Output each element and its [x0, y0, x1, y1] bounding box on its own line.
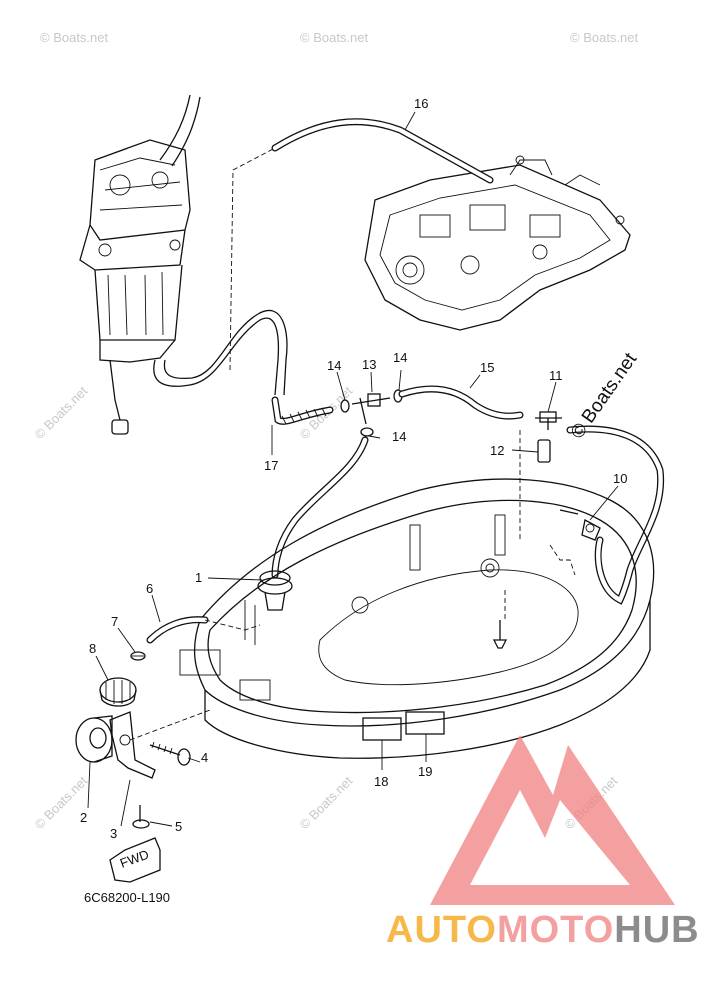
- callout-15: 15: [480, 360, 494, 375]
- callout-7: 7: [111, 614, 118, 629]
- callout-8: 8: [89, 641, 96, 656]
- logo-text-auto: AUTO: [386, 909, 497, 951]
- callout-1: 1: [195, 570, 202, 585]
- callout-numbers: 1 2 3 4 5 6 7 8 10 11 12 13 14 14 14 15 …: [80, 96, 627, 841]
- callout-5: 5: [175, 819, 182, 834]
- fwd-arrow: FWD: [109, 837, 161, 883]
- callout-13: 13: [362, 357, 376, 372]
- bottom-cowling-drawing: [179, 430, 655, 759]
- callout-17: 17: [264, 458, 278, 473]
- logo-triangle-mark: [430, 735, 675, 905]
- bolt-5: [132, 805, 150, 829]
- callout-3: 3: [110, 826, 117, 841]
- automotohub-logo: AUTOMOTOHUB: [386, 735, 700, 951]
- callout-16: 16: [414, 96, 428, 111]
- callout-2: 2: [80, 810, 87, 825]
- watermark: © Boats.net: [570, 30, 639, 45]
- part-code: 6C68200-L190: [84, 890, 170, 905]
- callout-12: 12: [490, 443, 504, 458]
- callout-6: 6: [146, 581, 153, 596]
- watermark: © Boats.net: [32, 383, 91, 442]
- callout-18: 18: [374, 774, 388, 789]
- bracket-3: [109, 709, 211, 779]
- grommet-2: [75, 715, 113, 763]
- hose-assembly-drawing: [271, 385, 665, 605]
- hose-16: [271, 118, 494, 184]
- logo-text: AUTOMOTOHUB: [386, 909, 700, 951]
- screw-4: [149, 741, 191, 766]
- logo-text-hub: HUB: [614, 909, 699, 951]
- callout-10: 10: [613, 471, 627, 486]
- callout-14: 14: [327, 358, 341, 373]
- leader-lines: [87, 111, 619, 827]
- hose-6: [146, 616, 261, 644]
- callout-19: 19: [418, 764, 432, 779]
- grommet-1: [257, 570, 293, 611]
- logo-text-moto: MOTO: [497, 909, 614, 951]
- engine-assembly-drawing: [79, 94, 288, 435]
- callout-11: 11: [549, 368, 563, 383]
- callout-4: 4: [201, 750, 208, 765]
- watermark: © Boats.net: [40, 30, 109, 45]
- fwd-label: FWD: [118, 847, 151, 871]
- callout-14: 14: [393, 350, 407, 365]
- clamp-7: [130, 651, 146, 661]
- cap-8: [99, 677, 137, 707]
- watermark: © Boats.net: [300, 30, 369, 45]
- watermark: © Boats.net: [297, 773, 356, 832]
- leader-dashed: [229, 147, 276, 371]
- upper-casing-drawing: [364, 155, 631, 331]
- callout-14: 14: [392, 429, 406, 444]
